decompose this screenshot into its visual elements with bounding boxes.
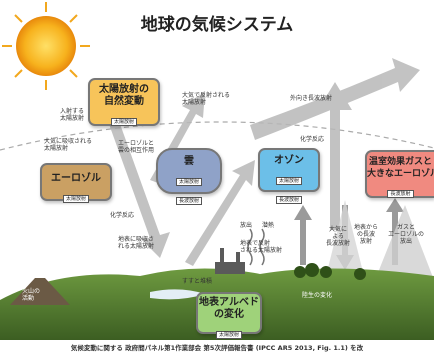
absorbed-surface-label: 地表に吸収さ れる太陽放射 [118,236,155,250]
albedo-box: 地表アルベド の変化 太陽放射 [196,292,262,339]
factory-icon [215,248,245,274]
gas-triangle [375,205,434,280]
emission-triangle [325,200,365,280]
tree-icons [294,263,366,280]
ice-patch [150,289,205,300]
cloud-box: 雲 太陽放射 長波放射 [156,148,222,205]
aerosol-title: エーロゾル [51,173,101,184]
reflected-atmosphere-label: 大気で反射される 太陽放射 [182,92,231,106]
incoming-solar-label: 入射する 太陽放射 [60,108,85,122]
atmosphere-lw-label: 大気に よる 長波放射 [326,226,351,247]
soot-deposition-label: すすと堆積 [182,278,213,285]
albedo-tag: 太陽放射 [215,331,242,339]
outgoing-longwave-arrow [318,82,352,230]
cloud-title: 雲 [184,156,194,167]
chemical-reaction-label-1: 化学反応 [300,136,325,143]
ghg-title-2: 大きなエーロゾル [367,169,434,179]
ozone-box: オゾン 太陽放射 長波放射 [258,148,320,204]
solar-variation-box: 太陽放射の 自然変動 太陽放射 [88,78,160,126]
surface-lw-label: 地表から の長波 放射 [354,224,379,245]
land-change-label: 陸生の変化 [302,292,333,299]
latent-heat-label: 潜熱 [262,222,275,229]
absorbed-atmosphere-label: 大気に吸収される 太陽放射 [44,138,93,152]
albedo-title-2: の変化 [214,309,244,320]
emission-icon [247,228,253,266]
outgoing-wide-arrow [250,58,420,140]
atmosphere-boundary [0,121,434,151]
ghg-title-1: 温室効果ガスと [368,157,432,167]
emission-label: 放出 [240,222,253,229]
incoming-solar-arrow [105,110,170,258]
ozone-tag-solar: 太陽放射 [275,177,302,185]
gas-aerosol-emission-label: ガスと エーロゾルの 放出 [388,224,425,245]
source-caption: 気候変動に関する 政府間パネル第1作業部会 第5次評価報告書 (IPCC AR5… [70,344,364,352]
outgoing-longwave-label: 外向き長波放射 [290,95,333,102]
volcano-icon [10,278,70,305]
ozone-tag-lw: 長波放射 [275,196,302,204]
solar-variation-title-2: 自然変動 [104,96,144,107]
sun-icon [2,2,90,90]
surface-reflection-arrow [185,160,255,266]
reflected-surface-label: 地表で反射 される太陽放射 [240,240,283,254]
ozone-title: オゾン [274,155,304,166]
chemical-reaction-label-2: 化学反応 [110,212,135,219]
albedo-title-1: 地表アルベド [199,297,259,308]
latent-heat-icon [259,228,265,266]
aerosol-tag: 太陽放射 [62,195,89,203]
volcanic-activity-label: 火山の 活動 [22,288,41,302]
surface-lw-arrow [294,205,312,265]
ghg-tag: 長波放射 [387,190,414,198]
cloud-tag-lw: 長波放射 [175,197,202,205]
cloud-tag-solar: 太陽放射 [175,178,202,186]
solar-variation-title-1: 太陽放射の [99,84,149,95]
ghg-aerosol-box: 温室効果ガスと 大きなエーロゾル 長波放射 [365,150,434,198]
diagram-title: 地球の気候システム [140,15,294,35]
solar-variation-tag: 太陽放射 [110,118,137,126]
aerosol-box: エーロゾル 太陽放射 [40,163,112,203]
aerosol-cloud-label: エーロゾルと 雲の相互作用 [118,140,155,154]
